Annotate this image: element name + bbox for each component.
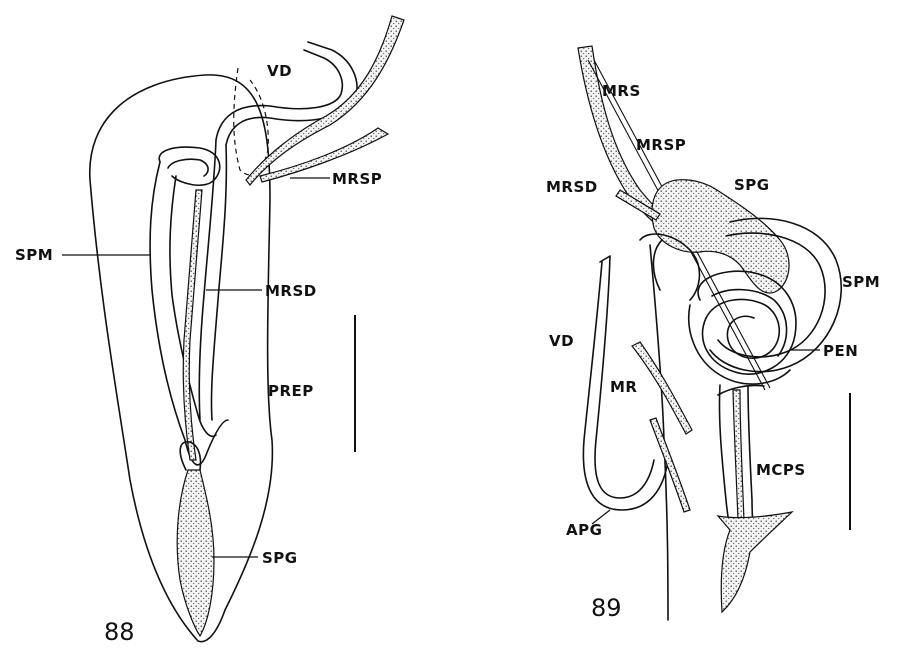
vas-deferens: [226, 42, 357, 145]
label-spg-88: SPG: [262, 549, 298, 567]
figure-88: VD MRSP SPM MRSD PREP SPG 88: [15, 16, 404, 646]
spg-gland: [177, 470, 214, 636]
figure-number-88: 88: [104, 618, 135, 646]
label-mrsp-89: MRSP: [636, 136, 686, 154]
label-spg-89: SPG: [734, 176, 770, 194]
label-spm-89: SPM: [842, 273, 880, 291]
label-spm-88: SPM: [15, 246, 53, 264]
label-mrsp-88: MRSP: [332, 170, 382, 188]
penis-coils: [698, 271, 796, 374]
label-mrsd-88: MRSD: [265, 282, 317, 300]
label-vd-88: VD: [267, 62, 292, 80]
label-vd-89: VD: [549, 332, 574, 350]
vd-loop: [595, 256, 654, 498]
label-mr-89: MR: [610, 378, 637, 396]
label-mrsd-89: MRSD: [546, 178, 598, 196]
figure-number-89: 89: [591, 594, 622, 622]
spg-gland-89: [652, 180, 789, 293]
label-mcps-89: MCPS: [756, 461, 806, 479]
label-prep-88: PREP: [268, 382, 314, 400]
label-mrs-89: MRS: [602, 82, 641, 100]
mr-strand: [632, 342, 692, 434]
label-pen-89: PEN: [823, 342, 858, 360]
label-apg-89: APG: [566, 521, 602, 539]
figure-89: MRS MRSP MRSD SPG SPM VD PEN MR MCPS APG…: [546, 46, 880, 622]
lower-funnel: [718, 512, 792, 612]
